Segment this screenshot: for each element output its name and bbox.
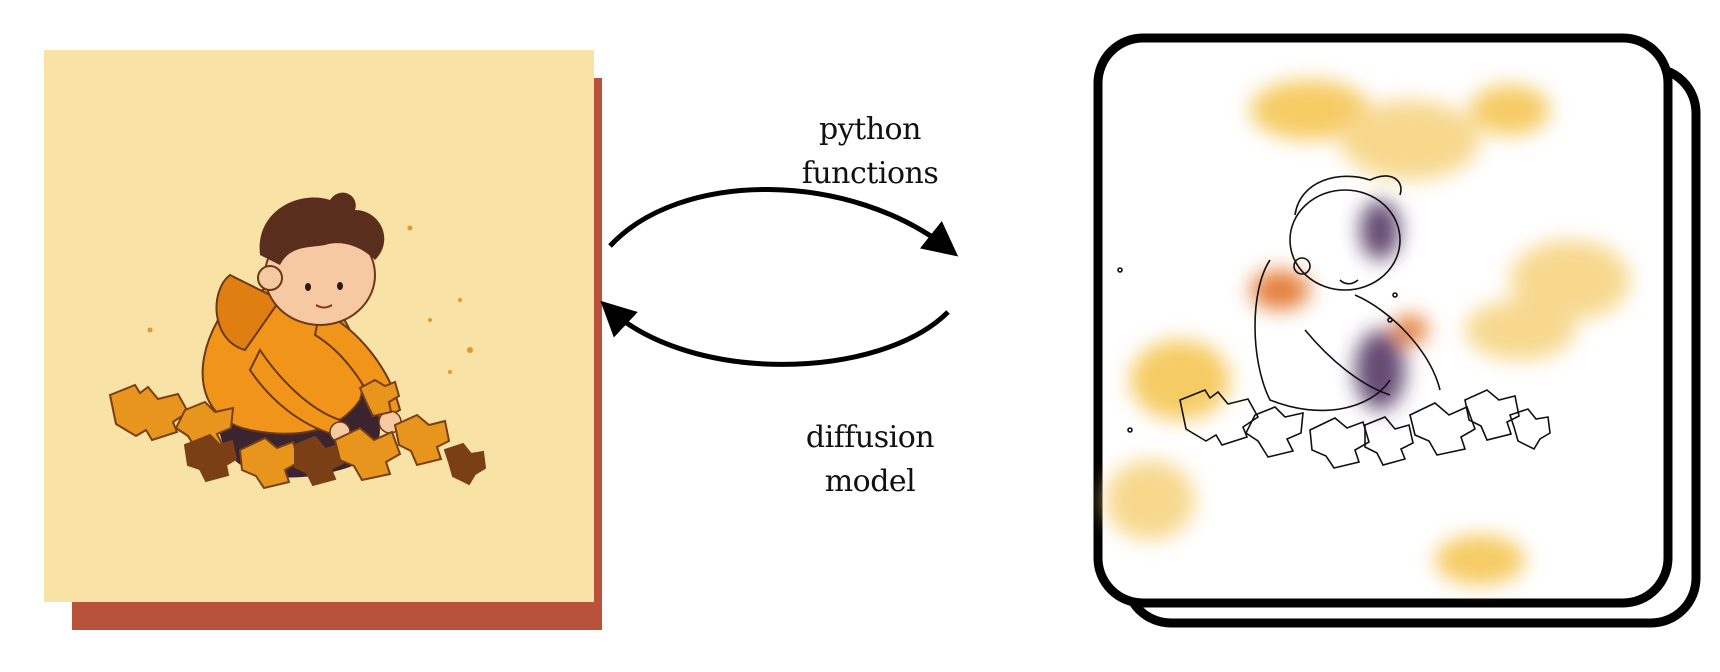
child-figure — [201, 192, 402, 478]
right-sketch-card — [1093, 33, 1701, 628]
forward-label-line-2: functions — [801, 156, 939, 191]
forward-arrow-label: python functions — [770, 108, 970, 196]
arrows — [600, 187, 959, 367]
forward-arrow — [608, 187, 959, 257]
line-sketch — [1117, 175, 1551, 469]
backward-arrow-label: diffusion model — [770, 416, 970, 504]
heatmap-blobs — [1105, 80, 1630, 585]
left-illustration-card — [44, 50, 602, 630]
backward-arrow — [600, 300, 950, 367]
backward-label-line-2: model — [824, 464, 916, 499]
front-frame — [1093, 33, 1673, 608]
puzzle-pieces — [108, 378, 487, 490]
forward-label-line-1: python — [819, 112, 921, 147]
backward-label-line-1: diffusion — [805, 420, 935, 455]
